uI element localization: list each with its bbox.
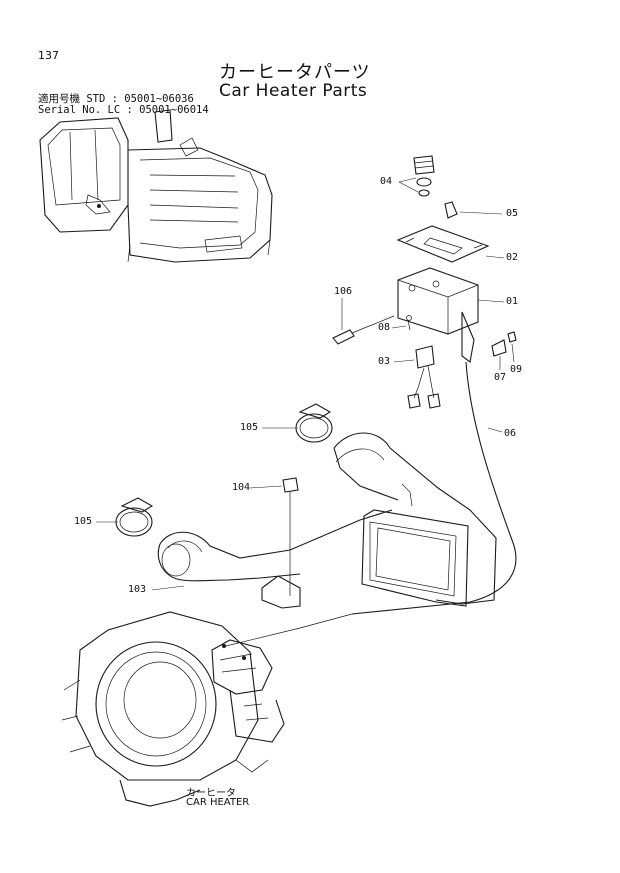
part-label-105-lower: 105 (74, 516, 93, 527)
part-label-05: 05 (506, 208, 519, 219)
page-number: 137 (38, 49, 59, 62)
excavator-illustration (39, 109, 273, 263)
car-heater-illustration (61, 611, 353, 807)
part-label-07: 07 (494, 372, 507, 383)
leader-lines (96, 177, 515, 591)
part-label-01: 01 (506, 296, 519, 307)
part-label-04: 04 (380, 176, 393, 187)
part-label-02: 02 (506, 252, 519, 263)
serial-line-std: 適用号機 STD : 05001~06036 (38, 93, 194, 105)
part-label-105-upper: 105 (240, 422, 259, 433)
part-label-08: 08 (378, 322, 391, 333)
serial-line-lc: Serial No. LC : 05001~06014 (38, 104, 209, 116)
title-english: Car Heater Parts (219, 81, 368, 101)
part-label-103: 103 (128, 584, 147, 595)
caption-japanese: カーヒータ (186, 788, 236, 799)
part-label-03: 03 (378, 356, 391, 367)
part-label-06: 06 (504, 428, 517, 439)
caption-english: CAR HEATER (186, 797, 250, 808)
part-label-104: 104 (232, 482, 251, 493)
title-japanese: カーヒータパーツ (219, 62, 371, 83)
control-panel-assembly (332, 155, 517, 615)
duct-assembly (115, 403, 497, 609)
part-label-106: 106 (334, 286, 353, 297)
part-label-09: 09 (510, 364, 523, 375)
